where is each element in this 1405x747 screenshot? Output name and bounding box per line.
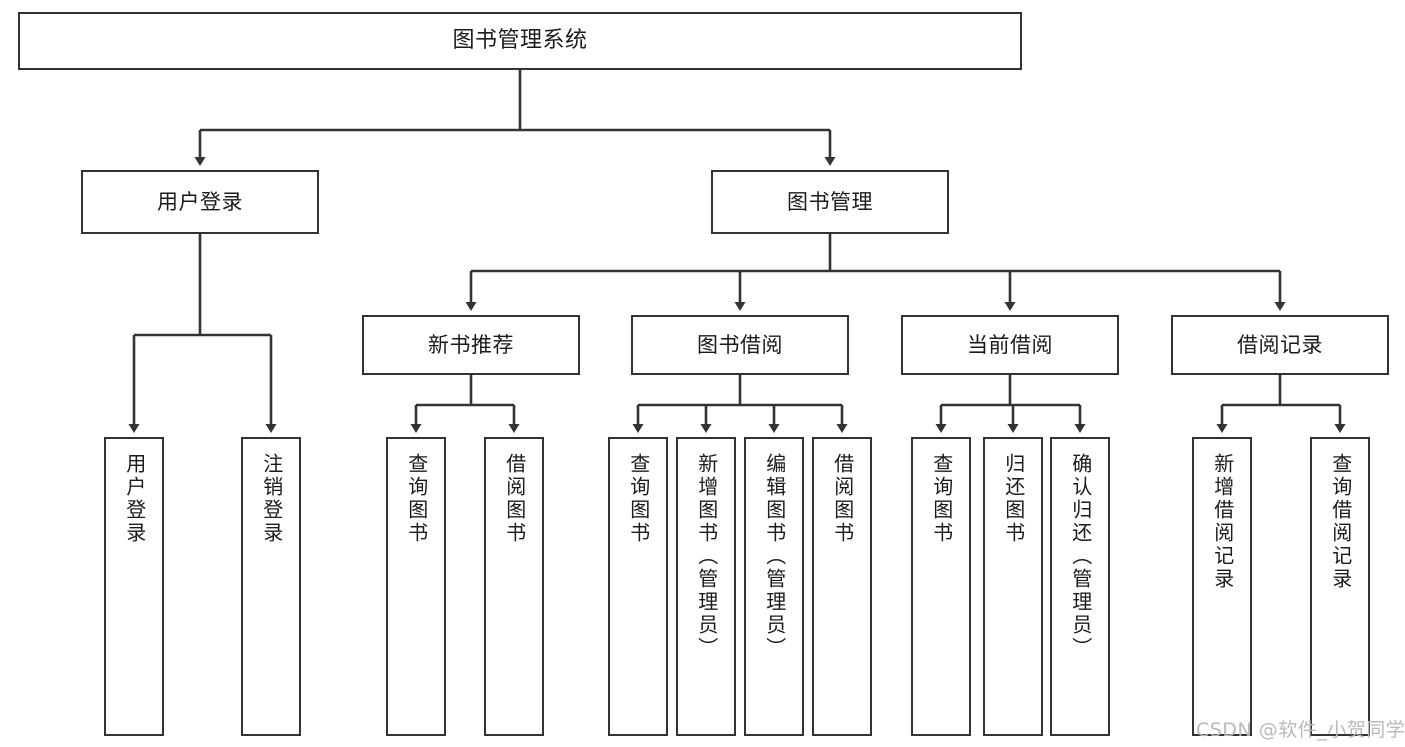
node-book-borrow-label: 图书借阅	[697, 332, 783, 357]
leaf-node-label: 用户登录	[122, 453, 147, 545]
node-book-management-label: 图书管理	[787, 189, 873, 214]
leaf-node-label: 查询图书	[404, 453, 429, 545]
leaf-node[interactable]: 借阅图书	[484, 437, 544, 736]
leaf-node-label: 新增图书（管理员）	[694, 453, 719, 660]
leaf-node-label: 查询图书	[626, 453, 651, 545]
node-root-label: 图书管理系统	[452, 28, 588, 54]
node-book-management[interactable]: 图书管理	[711, 170, 949, 234]
node-new-book-recommend-label: 新书推荐	[428, 332, 514, 357]
node-current-borrow[interactable]: 当前借阅	[901, 315, 1119, 375]
leaf-node-label: 查询借阅记录	[1328, 453, 1353, 591]
leaf-node[interactable]: 确认归还（管理员）	[1050, 437, 1110, 736]
leaf-node[interactable]: 查询图书	[911, 437, 971, 736]
node-borrow-record[interactable]: 借阅记录	[1171, 315, 1389, 375]
leaf-node[interactable]: 新增图书（管理员）	[676, 437, 736, 736]
leaf-node[interactable]: 归还图书	[983, 437, 1043, 736]
leaf-node-label: 确认归还（管理员）	[1068, 453, 1093, 660]
leaf-node[interactable]: 查询借阅记录	[1310, 437, 1370, 736]
leaf-node-label: 编辑图书（管理员）	[762, 453, 787, 660]
leaf-node-label: 注销登录	[259, 453, 284, 545]
leaf-node[interactable]: 查询图书	[608, 437, 668, 736]
leaf-node[interactable]: 用户登录	[104, 437, 164, 736]
node-borrow-record-label: 借阅记录	[1237, 332, 1323, 357]
node-current-borrow-label: 当前借阅	[967, 332, 1053, 357]
leaf-node[interactable]: 借阅图书	[812, 437, 872, 736]
csdn-watermark: CSDN @软件_小贺同学	[1196, 719, 1405, 741]
leaf-node[interactable]: 注销登录	[241, 437, 301, 736]
node-user-login-label: 用户登录	[157, 189, 243, 214]
node-user-login[interactable]: 用户登录	[81, 170, 319, 234]
leaf-node-label: 归还图书	[1001, 453, 1026, 545]
leaf-node[interactable]: 新增借阅记录	[1192, 437, 1252, 736]
node-root[interactable]: 图书管理系统	[18, 12, 1022, 70]
node-new-book-recommend[interactable]: 新书推荐	[362, 315, 580, 375]
leaf-node-label: 借阅图书	[830, 453, 855, 545]
leaf-node[interactable]: 查询图书	[386, 437, 446, 736]
leaf-node[interactable]: 编辑图书（管理员）	[744, 437, 804, 736]
leaf-node-label: 查询图书	[929, 453, 954, 545]
leaf-node-label: 新增借阅记录	[1210, 453, 1235, 591]
node-book-borrow[interactable]: 图书借阅	[631, 315, 849, 375]
leaf-node-label: 借阅图书	[502, 453, 527, 545]
